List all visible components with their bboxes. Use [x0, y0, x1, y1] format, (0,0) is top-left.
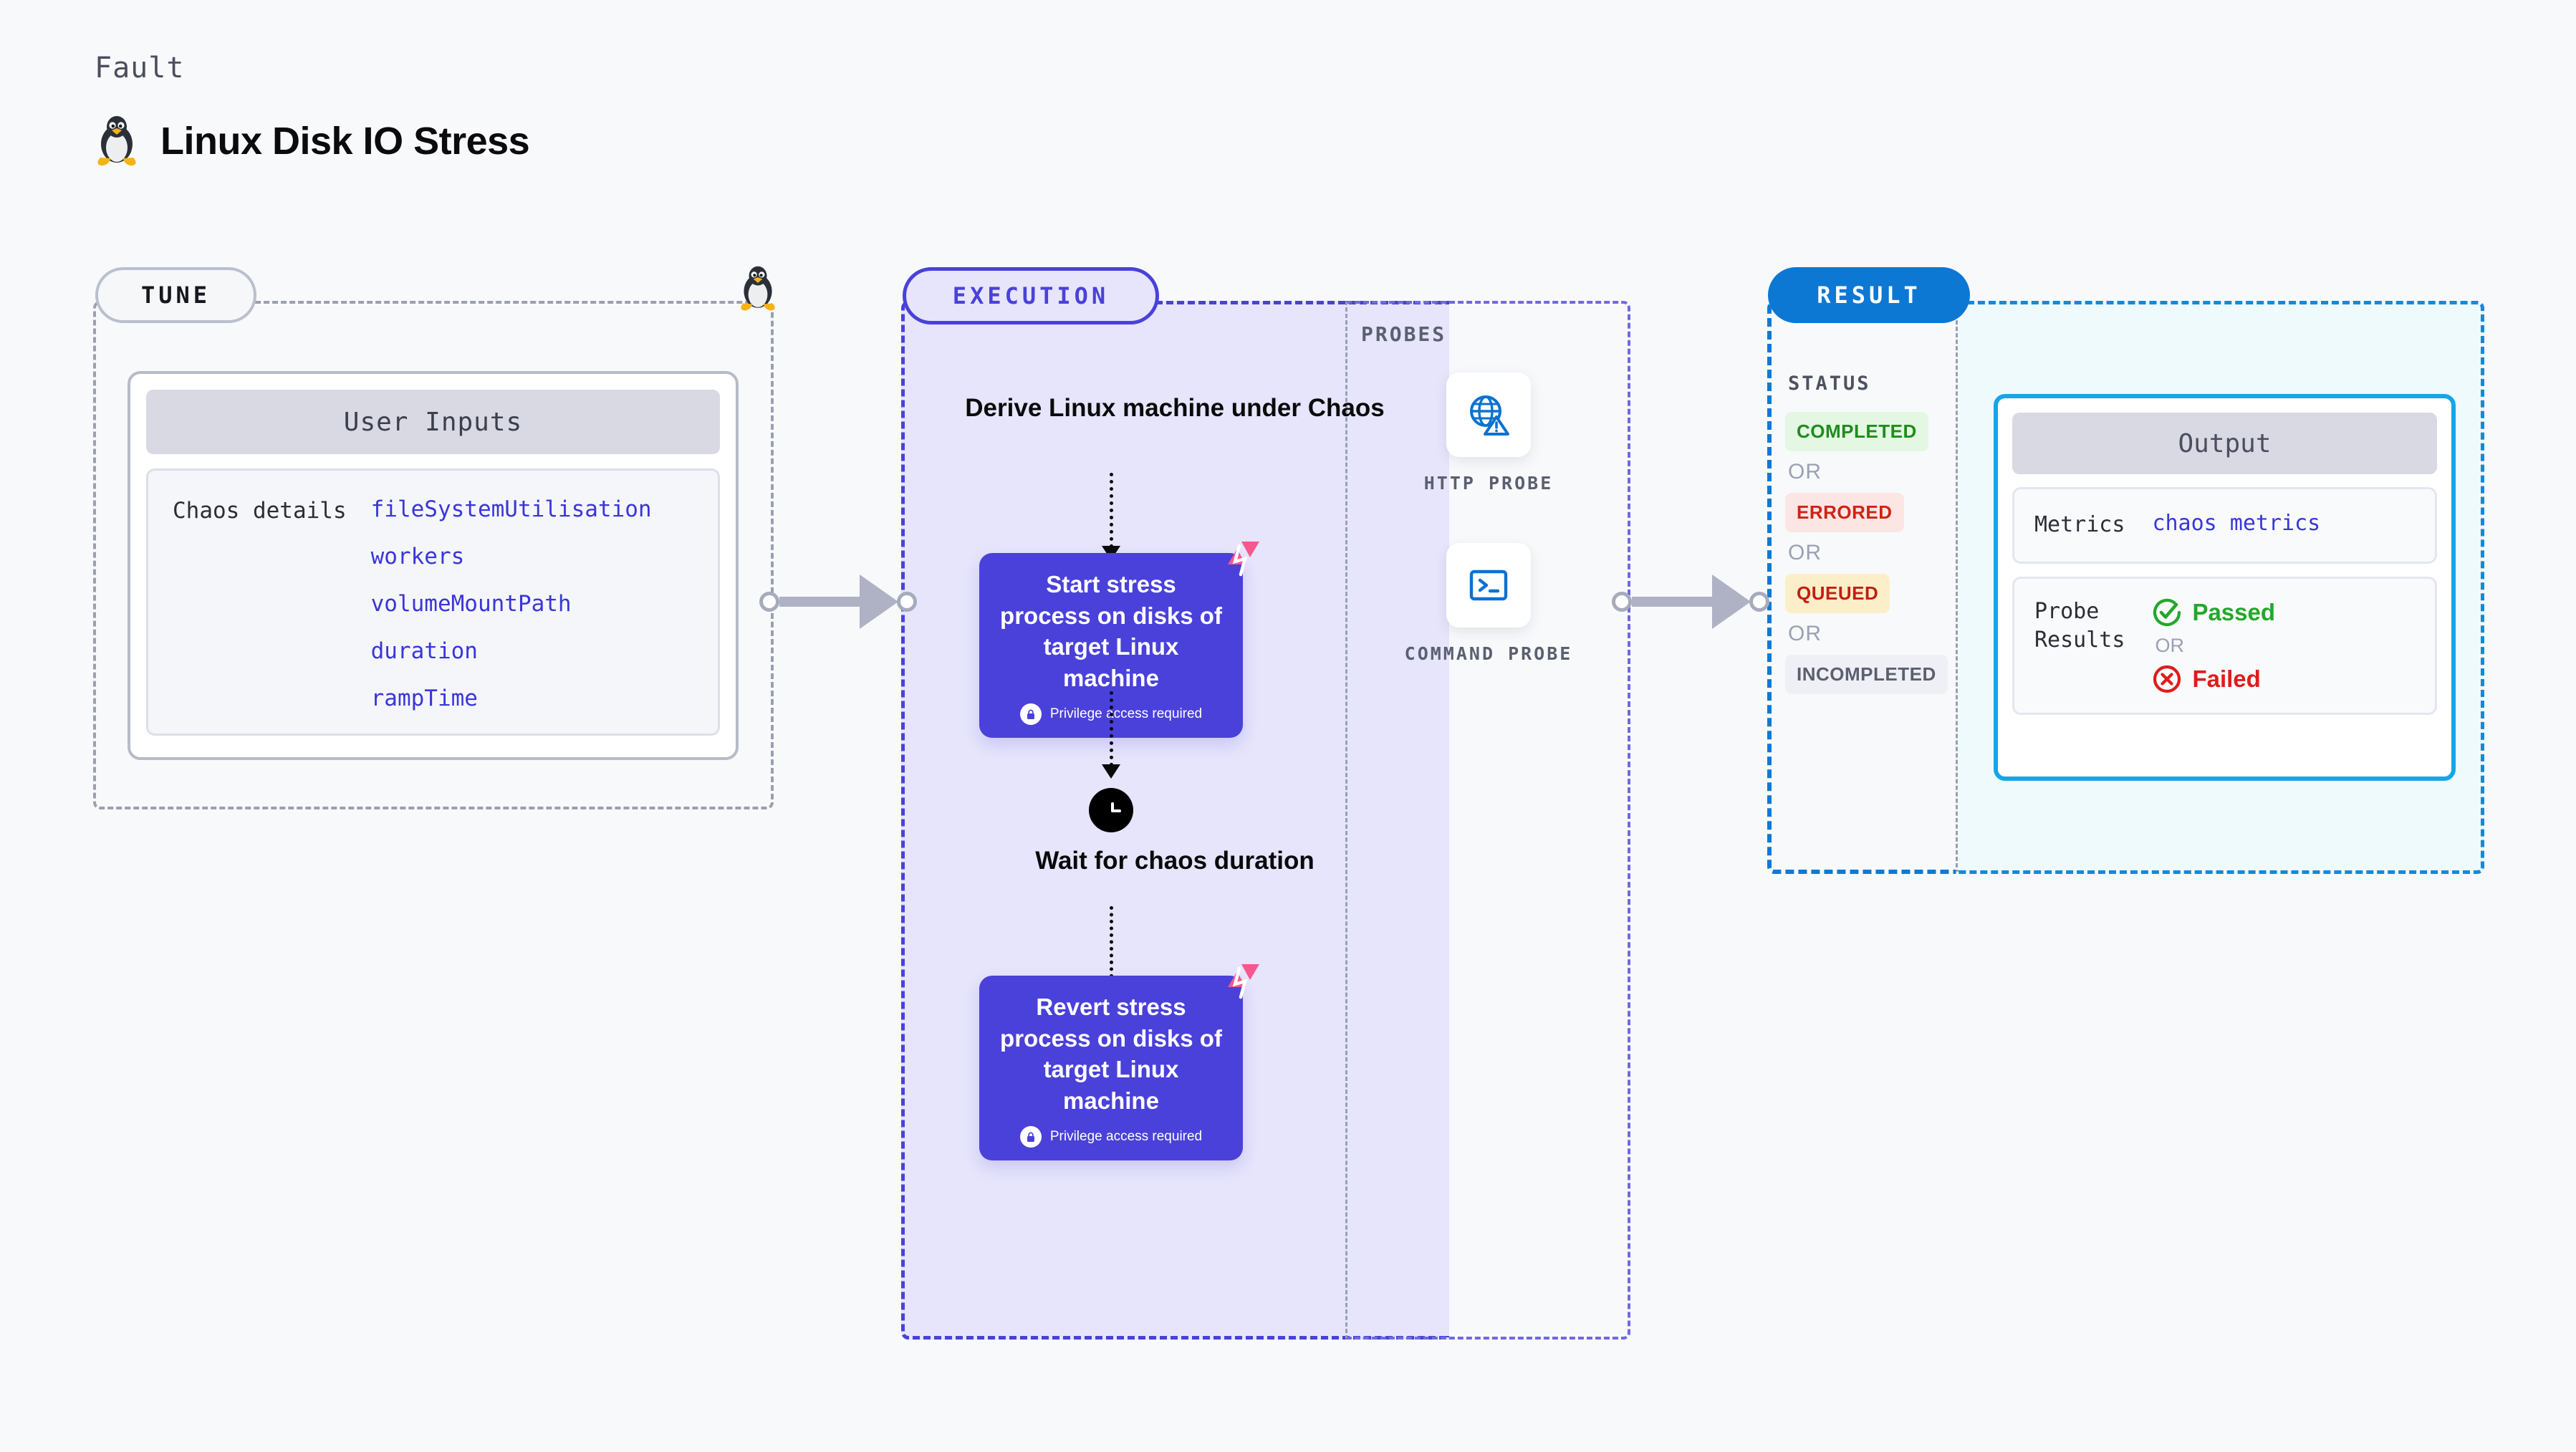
page-eyebrow: Fault	[95, 52, 185, 85]
probe-result-or-label: OR	[2155, 634, 2184, 656]
connector-arrowhead	[1712, 574, 1751, 629]
clock-minute-hand	[1111, 809, 1121, 812]
clock-hour-hand	[1111, 802, 1114, 812]
revert-stress-process-label: Revert stress process on disks of target…	[1000, 994, 1222, 1114]
flow-arrow-line-2	[1110, 691, 1113, 766]
start-stress-process-label: Start stress process on disks of target …	[1000, 571, 1222, 691]
globe-warning-icon	[1446, 372, 1531, 457]
derive-machine-label: Derive Linux machine under Chaos	[965, 394, 1385, 422]
wait-duration-label: Wait for chaos duration	[1035, 847, 1315, 875]
connector-arrowhead	[860, 574, 898, 629]
check-circle-icon	[2153, 598, 2181, 626]
flow-arrow-line-1	[1110, 473, 1113, 548]
connector-tune-to-execution	[759, 574, 917, 629]
tune-stage-pill[interactable]: TUNE	[95, 267, 256, 323]
metrics-key: Metrics	[2034, 512, 2125, 537]
status-badge: INCOMPLETED	[1785, 655, 1948, 694]
flow-arrow-line-3	[1110, 906, 1113, 978]
probes-stage-container	[1345, 301, 1630, 1340]
user-inputs-card: User Inputs Chaos details fileSystemUtil…	[128, 371, 739, 760]
tune-param[interactable]: duration	[370, 638, 478, 664]
user-inputs-title: User Inputs	[146, 390, 720, 454]
connector-end-dot	[897, 592, 917, 612]
linux-tux-icon	[95, 115, 139, 168]
execution-stage-pill[interactable]: EXECUTION	[903, 267, 1159, 324]
probe-result-failed: Failed	[2152, 664, 2275, 694]
status-or-label: OR	[1788, 622, 1822, 645]
chaos-details-key: Chaos details	[173, 498, 347, 524]
terminal-icon	[1446, 543, 1531, 628]
start-privilege-text: Privilege access required	[1049, 706, 1203, 722]
execution-stage-container	[901, 301, 1449, 1340]
passed-label: Passed	[2192, 598, 2276, 625]
status-badge: ERRORED	[1785, 493, 1904, 532]
tune-stage-container	[93, 301, 774, 809]
output-probe-results-row: Probe Results Passed OR Failed	[2012, 576, 2437, 715]
output-card: Output Metrics chaos metrics Probe Resul…	[1994, 394, 2456, 781]
connector-probes-to-result	[1612, 574, 1769, 629]
probe-item-command[interactable]: COMMAND PROBE	[1403, 543, 1575, 666]
status-or-label: OR	[1788, 460, 1822, 484]
lock-icon	[1019, 703, 1042, 726]
status-badge: COMPLETED	[1785, 412, 1928, 451]
status-or-label: OR	[1788, 541, 1822, 564]
tune-param[interactable]: workers	[370, 544, 465, 569]
connector-end-dot	[1749, 592, 1769, 612]
probes-section-label: PROBES	[1361, 322, 1447, 346]
status-badge: QUEUED	[1785, 574, 1890, 613]
user-inputs-body: Chaos details fileSystemUtilisation work…	[146, 468, 720, 736]
probe-label-http: HTTP PROBE	[1423, 473, 1554, 494]
chaos-details-value-list: fileSystemUtilisation workers volumeMoun…	[370, 496, 652, 711]
clock-icon	[1089, 788, 1133, 832]
tune-param[interactable]: rampTime	[370, 686, 478, 711]
status-badge-list: COMPLETED OR ERRORED OR QUEUED OR INCOMP…	[1785, 412, 1950, 694]
revert-stress-process-node[interactable]: Revert stress process on disks of target…	[979, 976, 1243, 1161]
x-circle-icon	[2153, 665, 2181, 693]
probe-results-values: Passed OR Failed	[2152, 597, 2275, 694]
revert-privilege-text: Privilege access required	[1049, 1129, 1203, 1145]
probe-results-key: Probe Results	[2034, 598, 2125, 653]
probe-result-passed: Passed	[2152, 597, 2275, 628]
revert-privilege-note: Privilege access required	[998, 1126, 1224, 1148]
probe-item-http[interactable]: HTTP PROBE	[1403, 372, 1575, 496]
connector-line	[779, 597, 861, 607]
output-metrics-row: Metrics chaos metrics	[2012, 487, 2437, 564]
probe-label-command: COMMAND PROBE	[1404, 643, 1573, 664]
result-stage-pill[interactable]: RESULT	[1768, 267, 1970, 323]
failed-label: Failed	[2192, 665, 2261, 692]
page-title-row: Linux Disk IO Stress	[95, 115, 530, 168]
tune-param[interactable]: volumeMountPath	[370, 591, 572, 617]
tune-param[interactable]: fileSystemUtilisation	[370, 496, 652, 522]
lock-icon	[1019, 1126, 1042, 1148]
flow-arrow-head-2	[1102, 764, 1120, 779]
connector-line	[1632, 597, 1714, 607]
page-title: Linux Disk IO Stress	[160, 120, 530, 163]
output-title: Output	[2012, 413, 2437, 474]
harness-logo-icon	[1218, 961, 1262, 1006]
metrics-value-link[interactable]: chaos metrics	[2152, 511, 2321, 536]
connector-start-dot	[1612, 592, 1632, 612]
connector-start-dot	[759, 592, 779, 612]
harness-logo-icon	[1218, 539, 1262, 583]
linux-tux-icon-border	[738, 265, 778, 316]
start-privilege-note: Privilege access required	[998, 703, 1224, 726]
status-section-label: STATUS	[1788, 372, 1871, 395]
